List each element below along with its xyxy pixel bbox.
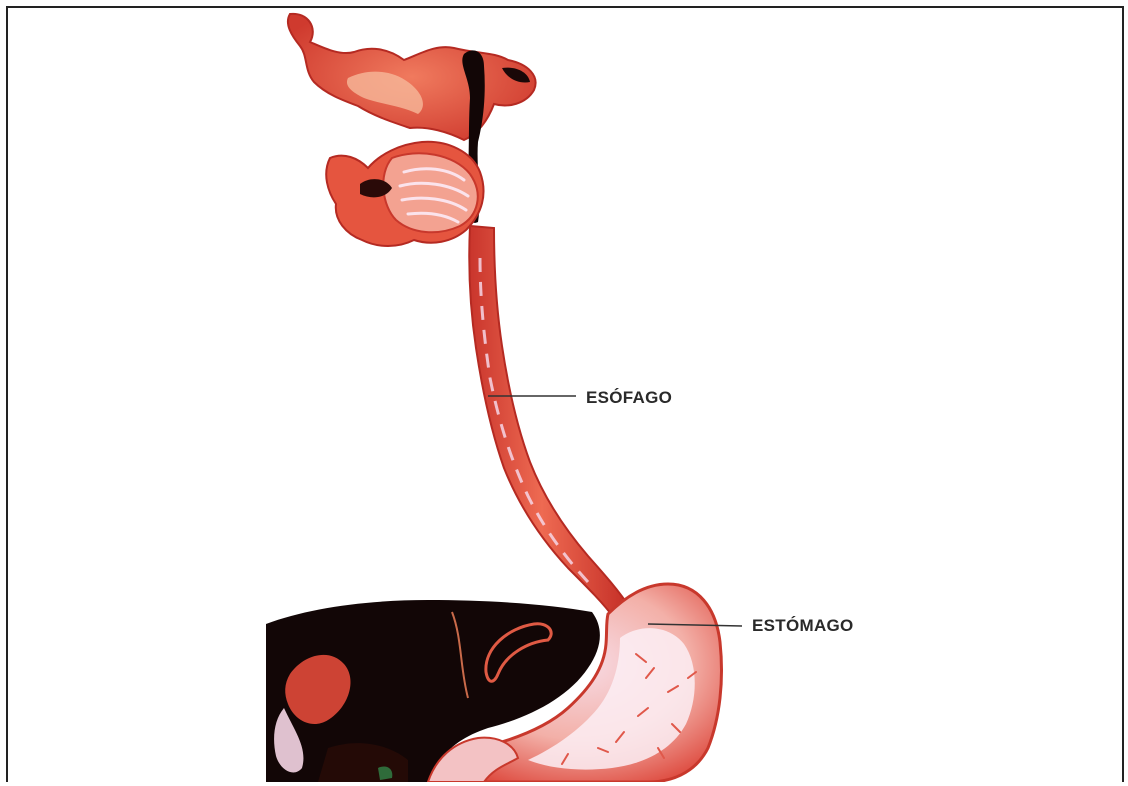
stomach-label: ESTÓMAGO (752, 616, 854, 636)
esophagus-label: ESÓFAGO (586, 388, 672, 408)
diagram-frame: ESÓFAGO ESTÓMAGO (6, 6, 1124, 782)
esophagus (469, 226, 630, 618)
head-section (288, 14, 536, 246)
nasal-cavity (288, 14, 536, 140)
esophagus-tube (469, 226, 630, 618)
digestive-tract-illustration (8, 8, 1122, 782)
